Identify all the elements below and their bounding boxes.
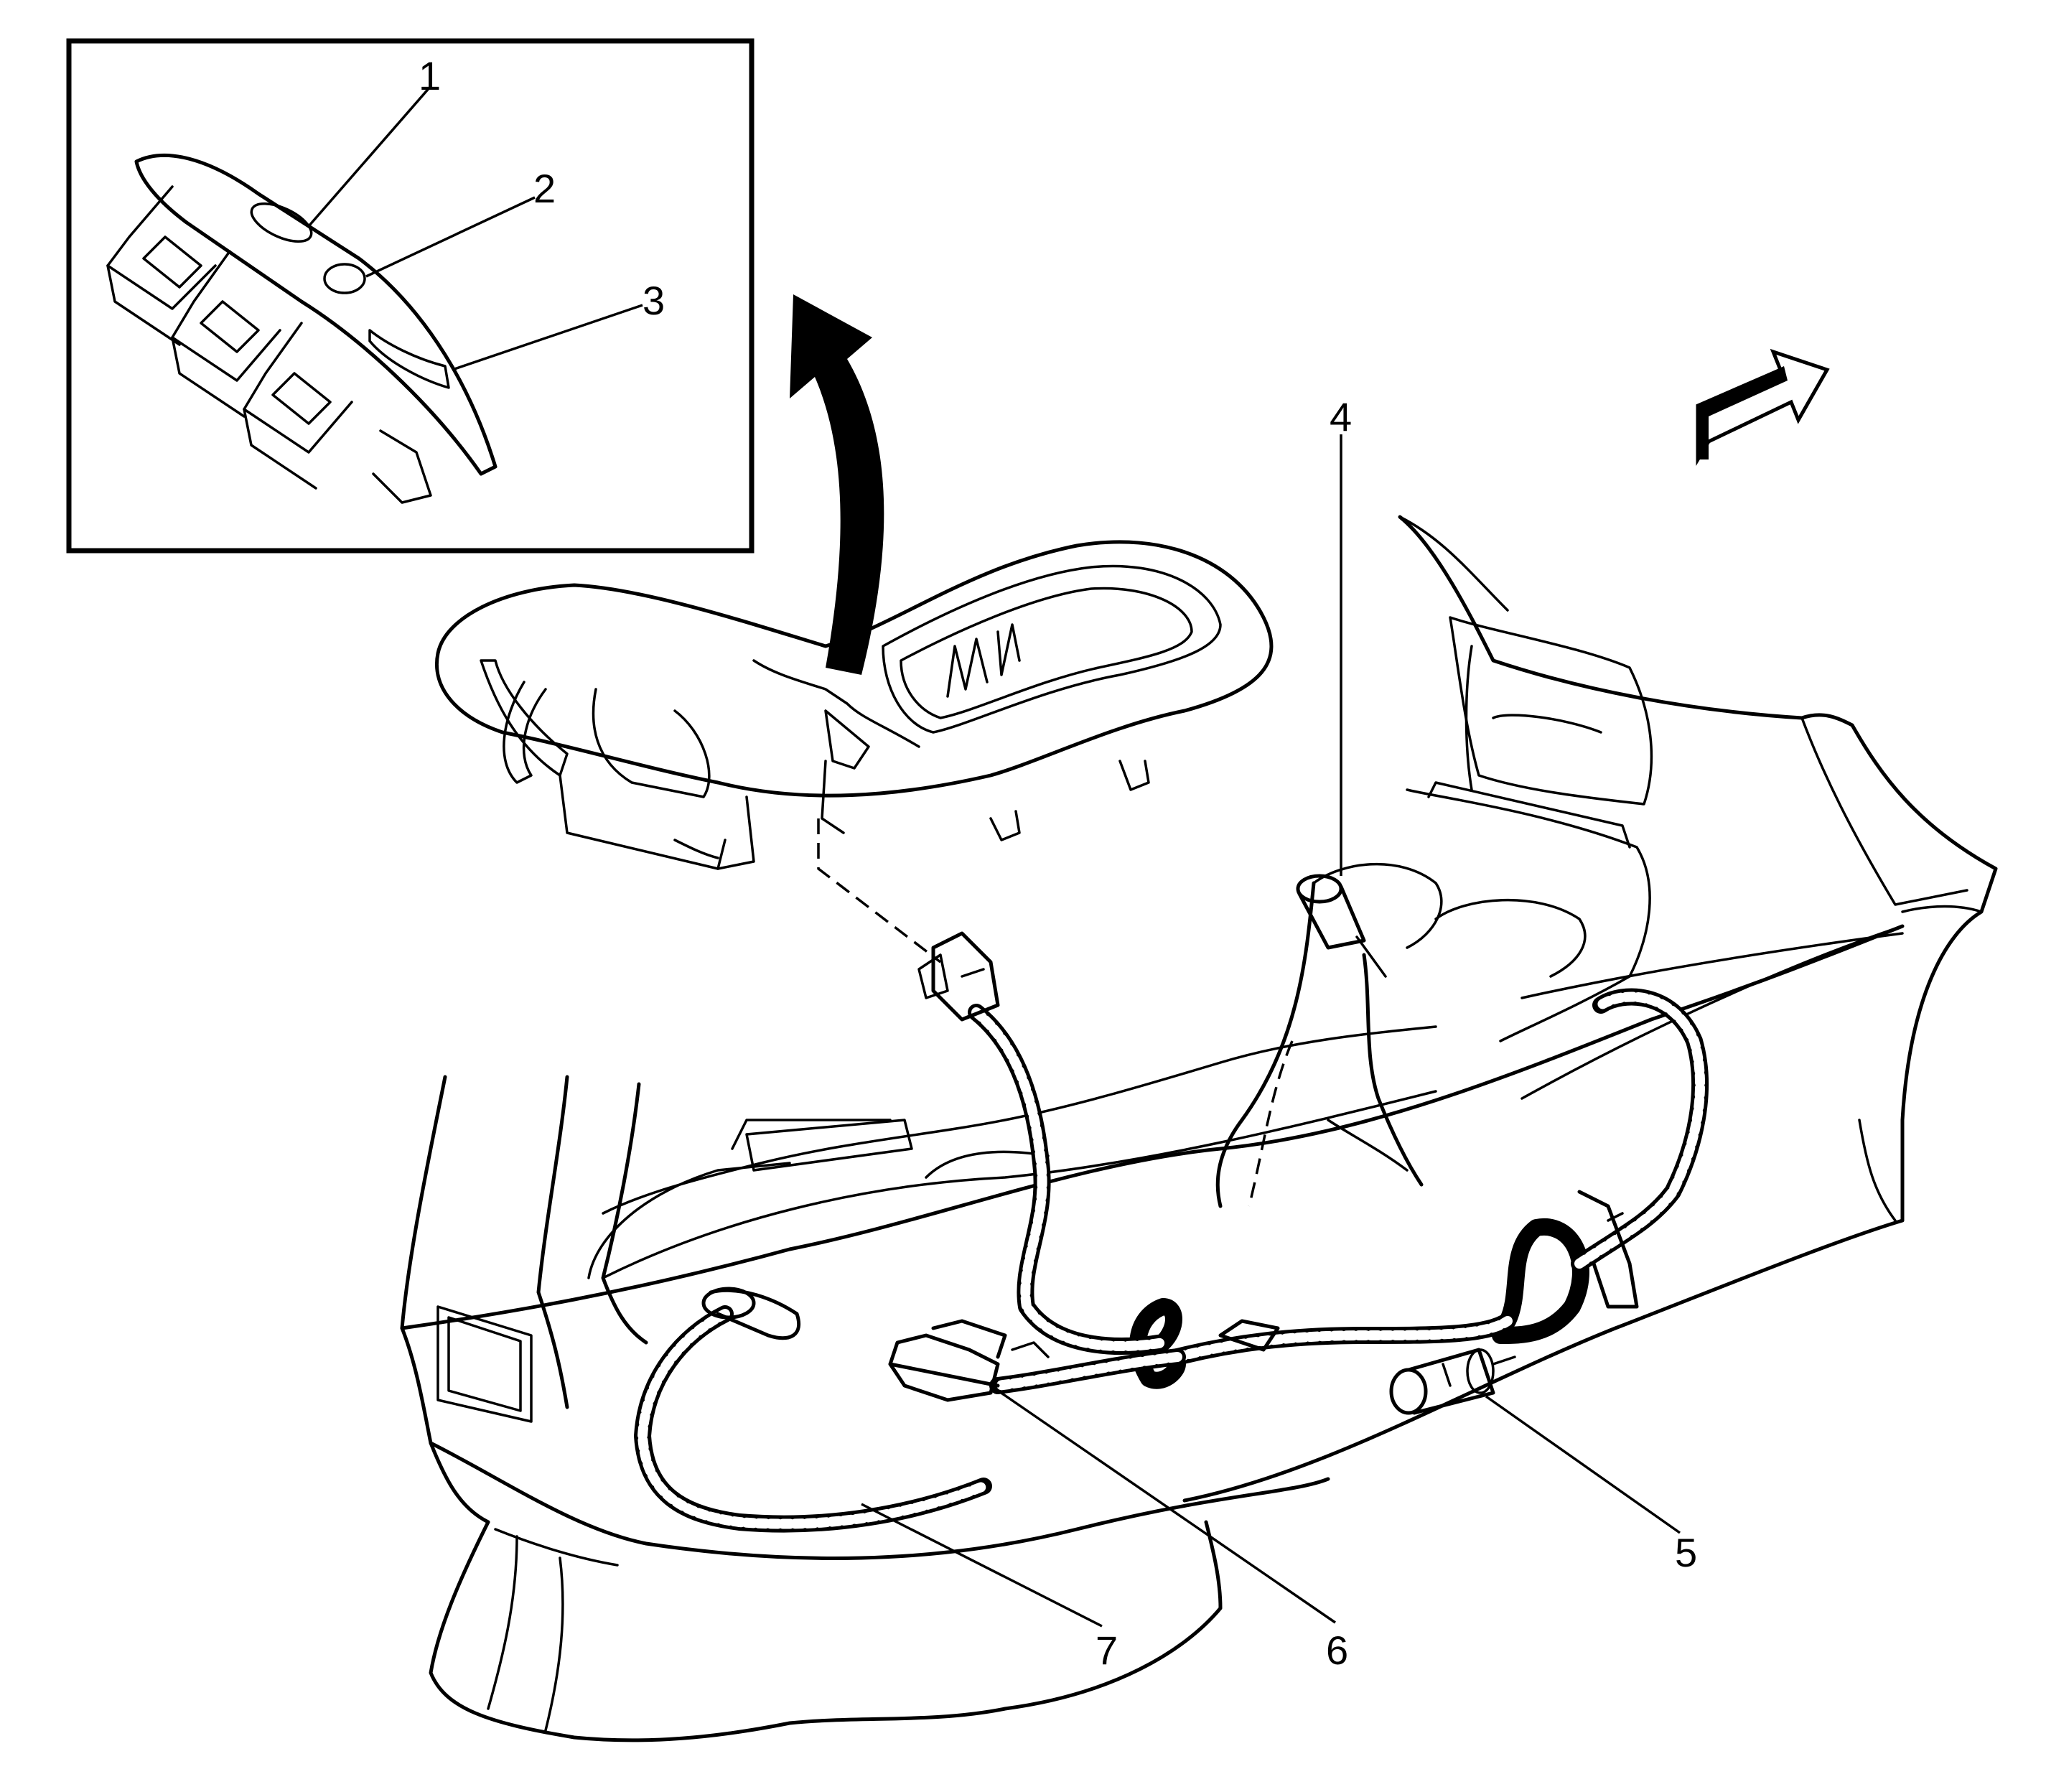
inset-detail: 1 2 3 (66, 38, 755, 554)
callout-6: 6 (1326, 1628, 1348, 1673)
leader-5 (1485, 1395, 1681, 1534)
switch-bezel (106, 153, 498, 504)
trim-plate-connector (917, 931, 1000, 1022)
connector-4-socket (1296, 874, 1387, 978)
callout-2: 2 (533, 166, 556, 211)
power-outlet-5 (1389, 1348, 1516, 1415)
callout-4: 4 (1330, 394, 1352, 439)
front-arrow-icon (1696, 348, 1830, 467)
leader-2 (365, 196, 536, 278)
detail-arrow-icon (790, 294, 884, 675)
connector-alignment-line (817, 818, 942, 963)
leader-1 (307, 85, 432, 228)
callout-5: 5 (1675, 1530, 1697, 1575)
console-lower (400, 924, 1905, 1742)
leader-7 (861, 1503, 1103, 1628)
switch-1-button (250, 202, 313, 243)
shift-boot (1215, 863, 1443, 1208)
harness-clips (701, 1190, 1639, 1402)
leader-3 (452, 304, 643, 371)
console-body (1182, 515, 1998, 1503)
console-trim-plate (435, 540, 1274, 870)
inset-frame (66, 38, 755, 554)
callout-1: 1 (419, 53, 441, 98)
leader-6 (990, 1384, 1336, 1624)
callout-3: 3 (643, 278, 665, 323)
callout-7: 7 (1096, 1628, 1118, 1673)
switch-2-button (323, 263, 366, 294)
switch-3-button (368, 329, 450, 389)
